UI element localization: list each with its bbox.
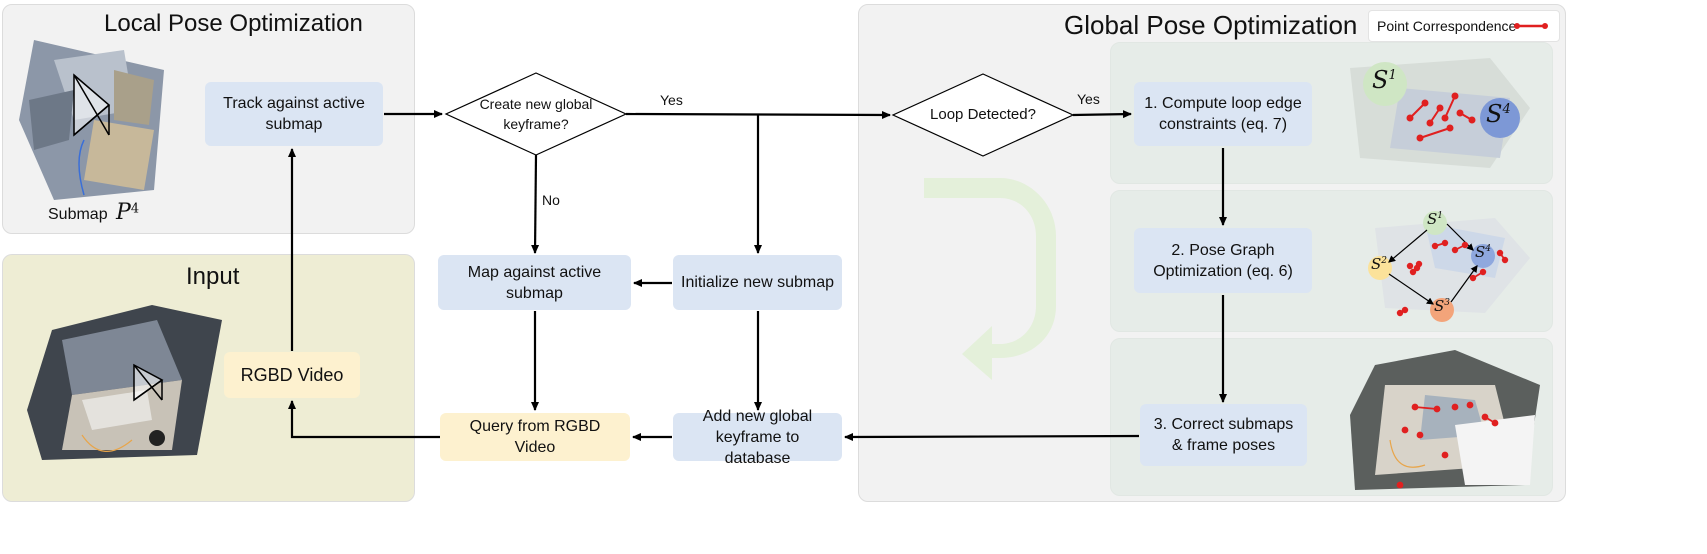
submap-sup: 4 — [130, 201, 140, 217]
create-kf-decision: Create new global keyframe? — [479, 96, 593, 132]
local-pose-title: Local Pose Optimization — [104, 10, 363, 37]
yes-label-create: Yes — [660, 92, 683, 108]
s1-letter-small: S — [1427, 210, 1438, 228]
input-title: Input — [186, 263, 240, 290]
s4-sup-small: 4 — [1485, 244, 1492, 254]
init-submap-box: Initialize new submap — [673, 255, 842, 310]
s4-sup: 4 — [1502, 102, 1511, 117]
track-box: Track against active submap — [205, 82, 383, 146]
s1-sup: 1 — [1388, 68, 1397, 83]
s4-letter: S — [1486, 100, 1503, 128]
step3-box: 3. Correct submaps & frame poses — [1140, 404, 1307, 466]
global-pose-title: Global Pose Optimization — [1064, 10, 1358, 40]
step2-box: 2. Pose Graph Optimization (eq. 6) — [1134, 228, 1312, 293]
rgbd-video-box: RGBD Video — [224, 352, 360, 398]
input-scene-image — [22, 300, 227, 465]
s4-symbol-small: S4 — [1475, 243, 1491, 261]
s1-symbol-large: S1 — [1372, 66, 1397, 94]
add-keyframe-box: Add new global keyframe to database — [673, 408, 842, 467]
submap-label-text: Submap — [48, 206, 108, 223]
s3-sup-small: 3 — [1444, 298, 1451, 308]
s2-letter-small: S — [1371, 255, 1382, 273]
s2-symbol-small: S2 — [1371, 255, 1387, 273]
s1-symbol-small: S1 — [1427, 210, 1443, 228]
legend-label: Point Correspondence — [1377, 18, 1517, 34]
map-box: Map against active submap — [438, 255, 631, 310]
yes-label-loop: Yes — [1077, 91, 1100, 107]
corrected-scene-image — [1345, 345, 1545, 493]
submap-label: Submap P4 — [48, 200, 139, 225]
submap-symbol: P — [116, 200, 131, 225]
s4-letter-small: S — [1475, 243, 1486, 261]
loop-decision: Loop Detected? — [930, 106, 1036, 123]
s1-sup-small: 1 — [1437, 211, 1444, 221]
submap-scene-image — [14, 30, 174, 200]
legend-line-icon — [1514, 23, 1548, 29]
s1-letter: S — [1372, 66, 1389, 94]
s2-sup-small: 2 — [1381, 256, 1388, 266]
loop-pointcloud-image: S1 S4 — [1340, 48, 1540, 178]
loop-return-arrow-icon — [924, 178, 1056, 380]
step1-box: 1. Compute loop edge constraints (eq. 7) — [1134, 82, 1312, 146]
s3-letter-small: S — [1434, 297, 1445, 315]
s3-symbol-small: S3 — [1434, 297, 1450, 315]
legend: Point Correspondence — [1368, 10, 1560, 42]
s4-symbol-large: S4 — [1486, 100, 1511, 128]
query-box: Query from RGBD Video — [440, 413, 630, 461]
pose-graph-image: S1 S4 S2 S3 — [1355, 198, 1540, 326]
no-label-create: No — [542, 192, 560, 208]
